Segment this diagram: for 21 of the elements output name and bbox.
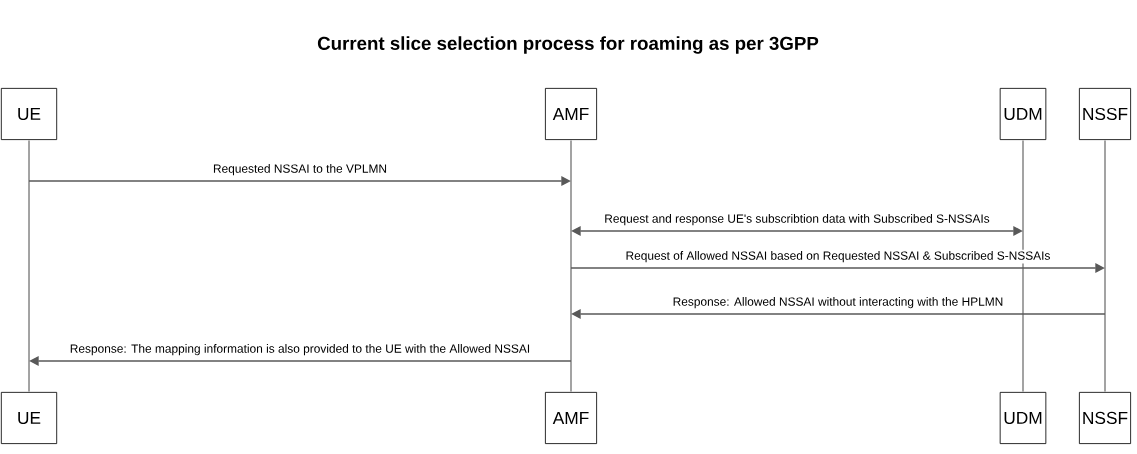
- message-label: Response: Allowed NSSAI without interacting with the HPLMN: [671, 295, 1005, 310]
- participant-box: NSSF: [1078, 391, 1132, 444]
- message-label: Response: The mapping information is also provided to the UE with the Allowed NSSAI: [68, 342, 532, 357]
- message-label: Request of Allowed NSSAI based on Requested NSSAI & Subscribed S-NSSAIs: [624, 249, 1052, 264]
- message-arrow: [28, 175, 571, 186]
- lifeline: [1104, 140, 1106, 392]
- participant-box: NSSF: [1078, 87, 1132, 141]
- message-arrow: [571, 225, 1023, 236]
- participant-box: UDM: [999, 87, 1047, 141]
- lifeline: [1022, 140, 1024, 392]
- lifeline: [570, 140, 572, 392]
- participant-box: UE: [0, 87, 58, 141]
- participant-box: UDM: [999, 391, 1047, 444]
- participant-box: AMF: [544, 391, 598, 444]
- message-label: Request and response UE's subscribtion data with Subscribed S-NSSAIs: [602, 212, 992, 227]
- message-arrow: [570, 262, 1105, 273]
- message-label: Requested NSSAI to the VPLMN: [211, 162, 389, 177]
- lifeline: [28, 140, 30, 392]
- participant-box: AMF: [544, 87, 598, 141]
- title: Current slice selection process for roaming as per 3GPP: [317, 36, 819, 54]
- participant-box: UE: [0, 391, 58, 444]
